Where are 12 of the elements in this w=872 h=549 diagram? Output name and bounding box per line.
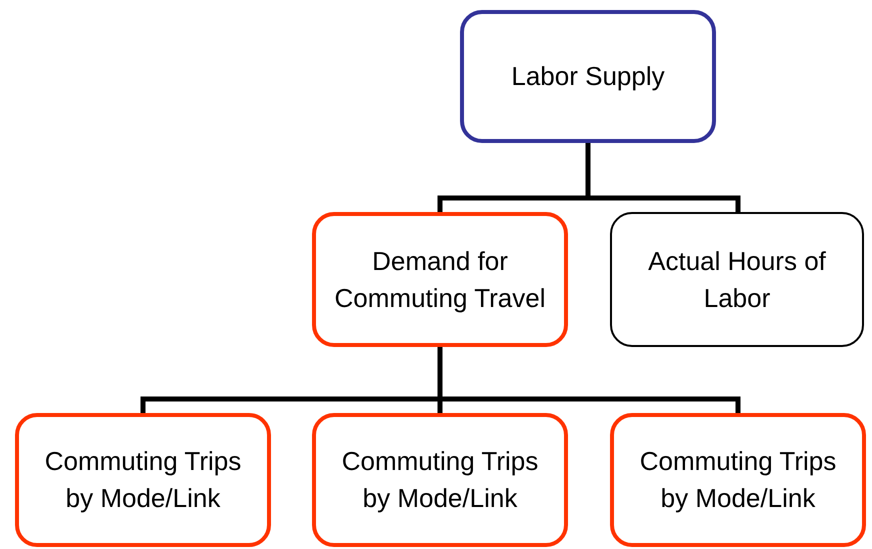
box-label: Labor Supply — [511, 60, 665, 93]
process-box — [610, 212, 864, 347]
box-label: Demand for Commuting Travel — [334, 244, 546, 314]
process-box — [15, 413, 271, 547]
box-label: Actual Hours of Labor — [647, 244, 827, 314]
box-label: Commuting Trips by Mode/Link — [340, 445, 540, 515]
box-label: Commuting Trips by Mode/Link — [44, 445, 242, 515]
process-box — [312, 413, 568, 547]
process-box — [610, 413, 866, 547]
process-box — [460, 10, 716, 143]
process-box — [312, 212, 568, 347]
box-label: Commuting Trips by Mode/Link — [638, 445, 838, 515]
